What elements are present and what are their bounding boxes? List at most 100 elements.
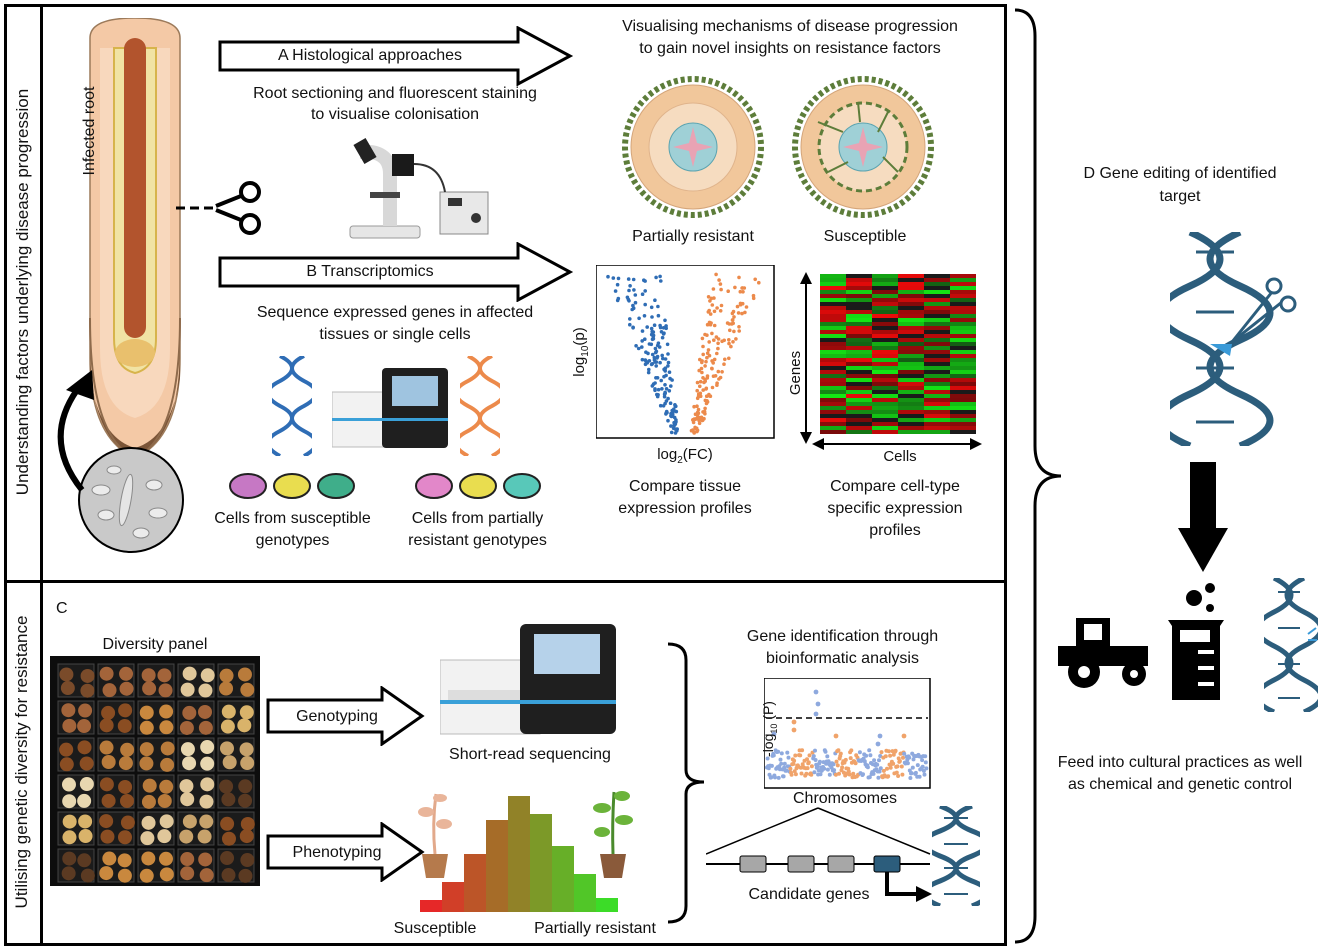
heatmap-cell: [872, 358, 898, 363]
seed: [221, 704, 236, 719]
manhattan-point: [822, 766, 827, 771]
volcano-point: [633, 300, 638, 305]
manhattan-point: [897, 759, 902, 764]
heatmap-cell: [924, 370, 950, 375]
heatmap-cell: [898, 406, 924, 411]
cross-section-susceptible: [792, 76, 934, 218]
seed: [78, 829, 93, 844]
candidate-genes-diagram: [706, 807, 932, 902]
volcano-point: [642, 314, 647, 318]
tractor-icon: [1058, 618, 1148, 688]
manhattan-point: [899, 764, 904, 769]
manhattan-point: [911, 757, 916, 762]
volcano-ylabel: log10(p): [571, 327, 591, 377]
seed: [180, 852, 195, 867]
heatmap-cell: [846, 310, 872, 315]
seed: [80, 668, 95, 683]
manhattan-point: [847, 772, 852, 777]
manhattan-point: [809, 772, 814, 777]
top-side-divider: [40, 4, 43, 580]
volcano-point: [723, 357, 727, 362]
heatmap-cell: [872, 274, 898, 279]
volcano-point: [631, 277, 636, 282]
manhattan-point: [833, 772, 838, 777]
heatmap-cell: [924, 422, 950, 427]
heatmap-cell: [820, 282, 846, 287]
volcano-point: [634, 344, 638, 348]
heatmap-cell: [950, 386, 976, 391]
manhattan-point: [861, 772, 865, 777]
heatmap-cell: [898, 330, 924, 335]
seed: [157, 829, 172, 844]
manhattan-point: [817, 759, 822, 764]
volcano-point: [660, 353, 664, 358]
seed: [240, 853, 255, 868]
down-arrow: [1178, 462, 1228, 572]
seed: [159, 720, 174, 735]
volcano-point: [712, 338, 716, 342]
heatmap-axes: [800, 272, 982, 450]
volcano-point: [631, 326, 635, 330]
volcano-point: [674, 409, 679, 414]
heatmap-cell: [846, 426, 872, 431]
seed: [141, 851, 156, 866]
heatmap-cell: [950, 338, 976, 343]
heatmap-cell: [924, 406, 950, 411]
volcano-point: [712, 357, 717, 362]
heatmap-cell: [898, 278, 924, 283]
heatmap-cell: [898, 386, 924, 391]
heatmap-cell: [950, 322, 976, 327]
heatmap-cell: [950, 278, 976, 283]
volcano-point: [640, 329, 645, 333]
heatmap-cell: [846, 354, 872, 359]
heatmap-cell: [898, 358, 924, 363]
manhattan-point: [910, 765, 915, 770]
heatmap-cell: [898, 390, 924, 395]
heatmap-cell: [820, 402, 846, 407]
heatmap-cell: [872, 310, 898, 315]
heatmap-cell: [950, 342, 976, 347]
heatmap-cell: [820, 342, 846, 347]
cells-resistant-icon: [415, 473, 541, 499]
heatmap-cell: [898, 302, 924, 307]
volcano-point: [672, 415, 677, 420]
heatmap-cell: [820, 410, 846, 415]
volcano-point: [757, 280, 761, 285]
volcano-point: [699, 415, 704, 420]
manhattan-point: [922, 772, 927, 777]
volcano-point: [652, 323, 657, 327]
heatmap-cell: [924, 430, 950, 434]
heatmap-cell: [846, 298, 872, 303]
heatmap-cell: [872, 426, 898, 431]
volcano-point: [732, 315, 736, 319]
manhattan-point: [773, 775, 777, 780]
transcriptomics-arrow-label: B Transcriptomics: [306, 263, 434, 280]
volcano-point: [714, 272, 718, 277]
heatmap-cell: [924, 326, 950, 331]
heatmap-cell: [950, 414, 976, 419]
panel-d-title-line2: target: [1159, 188, 1201, 205]
gene-id-line1: Gene identification through: [746, 628, 939, 645]
panel-d-title-line1: D Gene editing of identified: [1083, 165, 1277, 182]
manhattan-point: [920, 764, 925, 769]
volcano-point: [693, 412, 698, 416]
seed: [197, 829, 212, 844]
volcano-point: [611, 276, 616, 280]
heatmap-cell: [924, 282, 950, 287]
volcano-point: [628, 317, 632, 321]
heatmap-cell: [846, 370, 872, 375]
heatmap-cell: [820, 310, 846, 315]
seed: [240, 682, 255, 697]
manhattan-point: [765, 756, 770, 761]
heatmap-cell: [846, 390, 872, 395]
volcano-point: [703, 364, 707, 368]
heatmap-cell: [872, 282, 898, 287]
panel-d-feed-line1: Feed into cultural practices as well: [1057, 754, 1303, 771]
volcano-point: [716, 369, 721, 374]
heatmap-cell: [950, 310, 976, 315]
manhattan-point: [875, 762, 880, 767]
heatmap-cell: [950, 346, 976, 351]
manhattan-point: [894, 770, 899, 775]
seed: [120, 742, 135, 757]
seed: [182, 705, 197, 720]
